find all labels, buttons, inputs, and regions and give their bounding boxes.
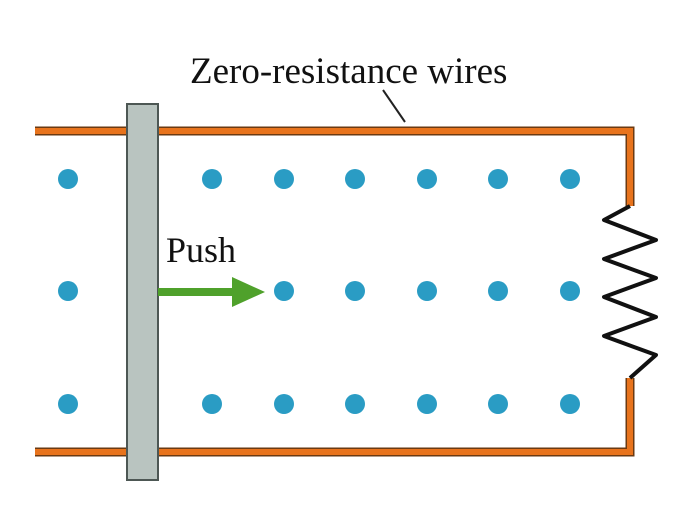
field-dot-r3-c8 <box>560 394 580 414</box>
field-dot-r1-c7 <box>488 169 508 189</box>
wire-label: Zero-resistance wires <box>190 51 507 92</box>
field-dot-r1-c4 <box>274 169 294 189</box>
field-dot-r1-c6 <box>417 169 437 189</box>
field-dot-r2-c7 <box>488 281 508 301</box>
field-dot-r2-c4 <box>274 281 294 301</box>
magnetic-field-dots <box>58 169 580 414</box>
bottom-rail-wire <box>35 378 635 457</box>
sliding-conducting-bar <box>126 103 159 481</box>
top-rail-wire <box>35 126 635 206</box>
field-dot-r2-c5 <box>345 281 365 301</box>
field-dot-r1-c8 <box>560 169 580 189</box>
field-dot-r3-c7 <box>488 394 508 414</box>
field-dot-r1-c3 <box>202 169 222 189</box>
field-dot-r3-c1 <box>58 394 78 414</box>
field-dot-r3-c6 <box>417 394 437 414</box>
field-dot-r1-c1 <box>58 169 78 189</box>
push-label: Push <box>166 230 236 270</box>
field-dot-r3-c4 <box>274 394 294 414</box>
wire-label-leader-line <box>382 89 406 123</box>
field-dot-r2-c6 <box>417 281 437 301</box>
resistor-symbol <box>602 204 658 380</box>
field-dot-r3-c3 <box>202 394 222 414</box>
push-arrow <box>158 277 265 307</box>
field-dot-r2-c8 <box>560 281 580 301</box>
field-dot-r2-c1 <box>58 281 78 301</box>
field-dot-r3-c5 <box>345 394 365 414</box>
field-dot-r1-c5 <box>345 169 365 189</box>
